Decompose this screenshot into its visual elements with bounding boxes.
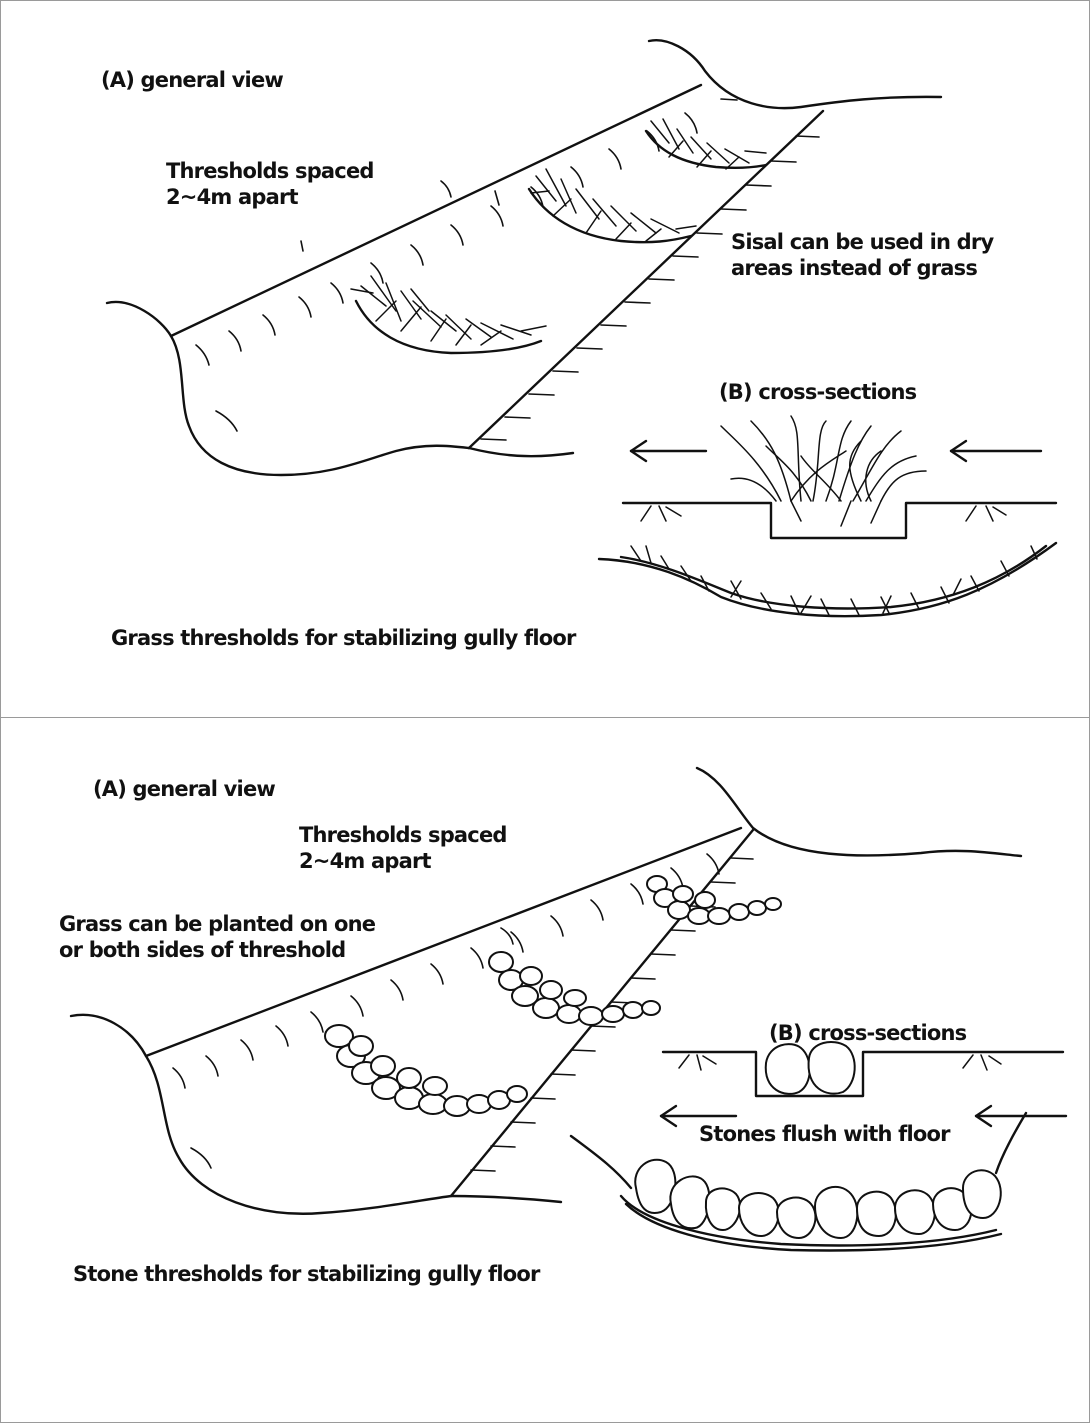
grass-gully-floor-section (599, 543, 1056, 616)
grass-threshold-1 (351, 276, 546, 353)
stone-cross-section-profile (663, 1042, 1063, 1096)
grass-planting-note-line1: Grass can be planted on one (59, 911, 375, 937)
sisal-note-line1: Sisal can be used in dry (731, 229, 993, 255)
grass-cross-section-profile (623, 416, 1056, 538)
stone-panel-caption: Stone thresholds for stabilizing gully f… (73, 1261, 540, 1287)
sisal-note-line2: areas instead of grass (731, 255, 977, 281)
stone-threshold-3 (647, 876, 781, 924)
stone-threshold-1 (325, 1025, 527, 1116)
grass-panel-caption: Grass thresholds for stabilizing gully f… (111, 625, 576, 651)
grass-threshold-2 (529, 169, 696, 242)
grass-planting-note-line2: or both sides of threshold (59, 937, 345, 963)
grass-threshold-drawing (1, 1, 1089, 717)
grass-panel-spacing-label-line1: Thresholds spaced (166, 158, 374, 184)
grass-threshold-panel: (A) general view Thresholds spaced 2~4m … (1, 1, 1089, 717)
stone-threshold-2 (489, 952, 660, 1025)
stone-threshold-panel: (A) general view Thresholds spaced 2~4m … (1, 718, 1089, 1422)
grass-panel-spacing-label-line2: 2~4m apart (166, 184, 298, 210)
stone-panel-section-label: (B) cross-sections (769, 1020, 966, 1046)
stones-flush-note: Stones flush with floor (699, 1121, 950, 1147)
stone-panel-view-label: (A) general view (93, 776, 275, 802)
stone-threshold-drawing (1, 718, 1089, 1422)
grass-panel-view-label: (A) general view (101, 67, 283, 93)
stone-panel-spacing-label-line2: 2~4m apart (299, 848, 431, 874)
grass-panel-section-label: (B) cross-sections (719, 379, 916, 405)
stone-panel-spacing-label-line1: Thresholds spaced (299, 822, 507, 848)
grass-threshold-3 (646, 119, 766, 169)
